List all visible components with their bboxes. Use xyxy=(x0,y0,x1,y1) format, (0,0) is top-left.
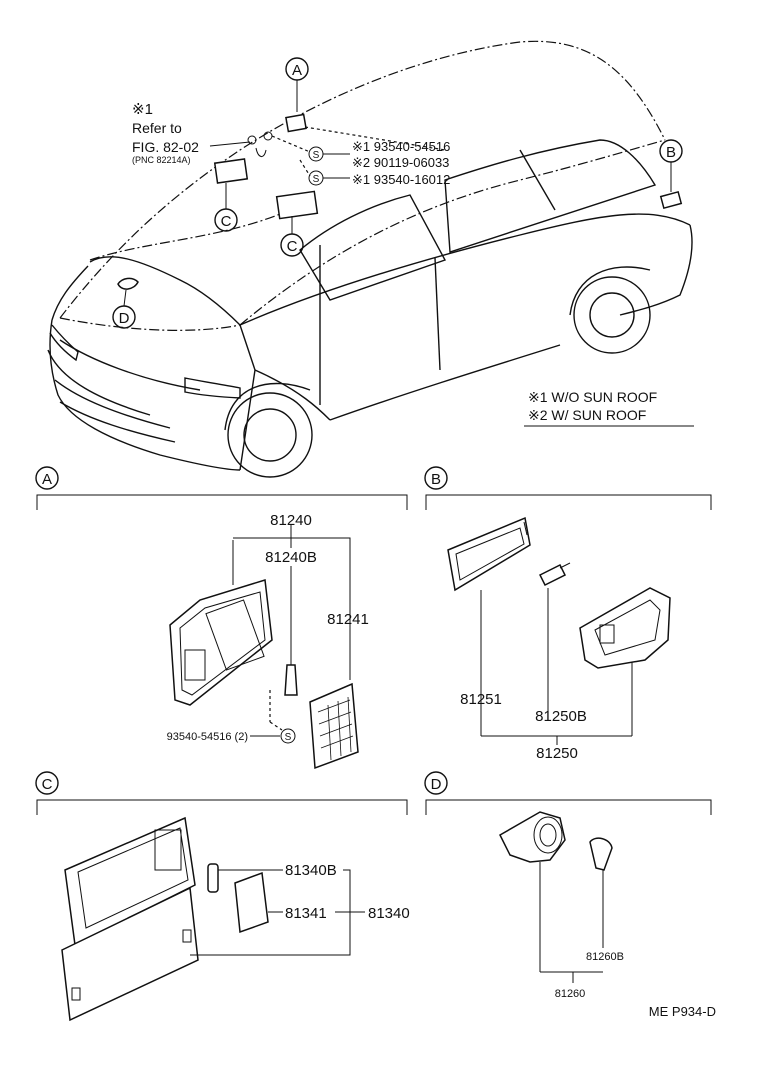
section-a-screw-label: 93540-54516 (2) xyxy=(167,731,248,743)
part-81251: 81251 xyxy=(460,691,502,708)
figure-code: ME P934-D xyxy=(649,1004,716,1019)
part-81240b: 81240B xyxy=(265,549,317,566)
section-b-title: B xyxy=(431,471,441,488)
section-b: B 81251 81250B 81250 xyxy=(424,466,712,762)
note-mark: ※1 xyxy=(132,101,153,118)
part-81340: 81340 xyxy=(368,905,410,922)
part-81250: 81250 xyxy=(536,745,578,762)
screw-symbol-2: S xyxy=(313,174,320,185)
part-81340b: 81340B xyxy=(285,862,337,879)
note-line3: (PNC 82214A) xyxy=(132,155,191,165)
callout-d-label: D xyxy=(119,310,130,327)
legend: ※1 W/O SUN ROOF ※2 W/ SUN ROOF xyxy=(524,389,694,427)
screw1-label: ※1 93540-54516 xyxy=(352,139,450,154)
callout-a-label: A xyxy=(292,62,302,79)
callout-c-left: C xyxy=(214,183,238,232)
callout-c-right: C xyxy=(280,216,304,257)
part-81260: 81260 xyxy=(555,988,586,1000)
part-81260b: 81260B xyxy=(586,951,624,963)
van-illustration xyxy=(47,40,693,478)
callout-c-left-label: C xyxy=(221,213,232,230)
part-81240: 81240 xyxy=(270,512,312,529)
screw3-label: ※1 93540-16012 xyxy=(352,172,450,187)
section-a: A S 81240 81240B 81241 xyxy=(35,466,408,770)
part-81250b: 81250B xyxy=(535,708,587,725)
reference-note: ※1 Refer to FIG. 82-02 (PNC 82214A) xyxy=(132,101,251,165)
note-line1: Refer to xyxy=(132,120,182,136)
section-a-screw-symbol: S xyxy=(285,732,292,743)
section-c: C 81340B 81341 81340 xyxy=(35,771,410,1022)
part-81341: 81341 xyxy=(285,905,327,922)
part-81241: 81241 xyxy=(327,611,369,628)
screw2-label: ※2 90119-06033 xyxy=(352,155,449,170)
legend-line-1: ※1 W/O SUN ROOF xyxy=(528,389,657,405)
section-d-title: D xyxy=(431,776,442,793)
section-a-title: A xyxy=(42,471,52,488)
screw-callouts: S S ※1 93540-54516 ※2 90119-06033 ※1 935… xyxy=(271,126,450,187)
callout-c-right-label: C xyxy=(287,238,298,255)
callout-d: D xyxy=(112,289,136,329)
legend-line-2: ※2 W/ SUN ROOF xyxy=(528,407,646,423)
callout-a: A xyxy=(285,57,309,112)
section-d: D 81260B 81260 xyxy=(424,771,712,1000)
note-line2: FIG. 82-02 xyxy=(132,139,199,155)
callout-b-label: B xyxy=(666,144,676,161)
callout-b: B xyxy=(659,139,683,192)
screw-symbol-1: S xyxy=(313,150,320,161)
section-c-title: C xyxy=(42,776,53,793)
